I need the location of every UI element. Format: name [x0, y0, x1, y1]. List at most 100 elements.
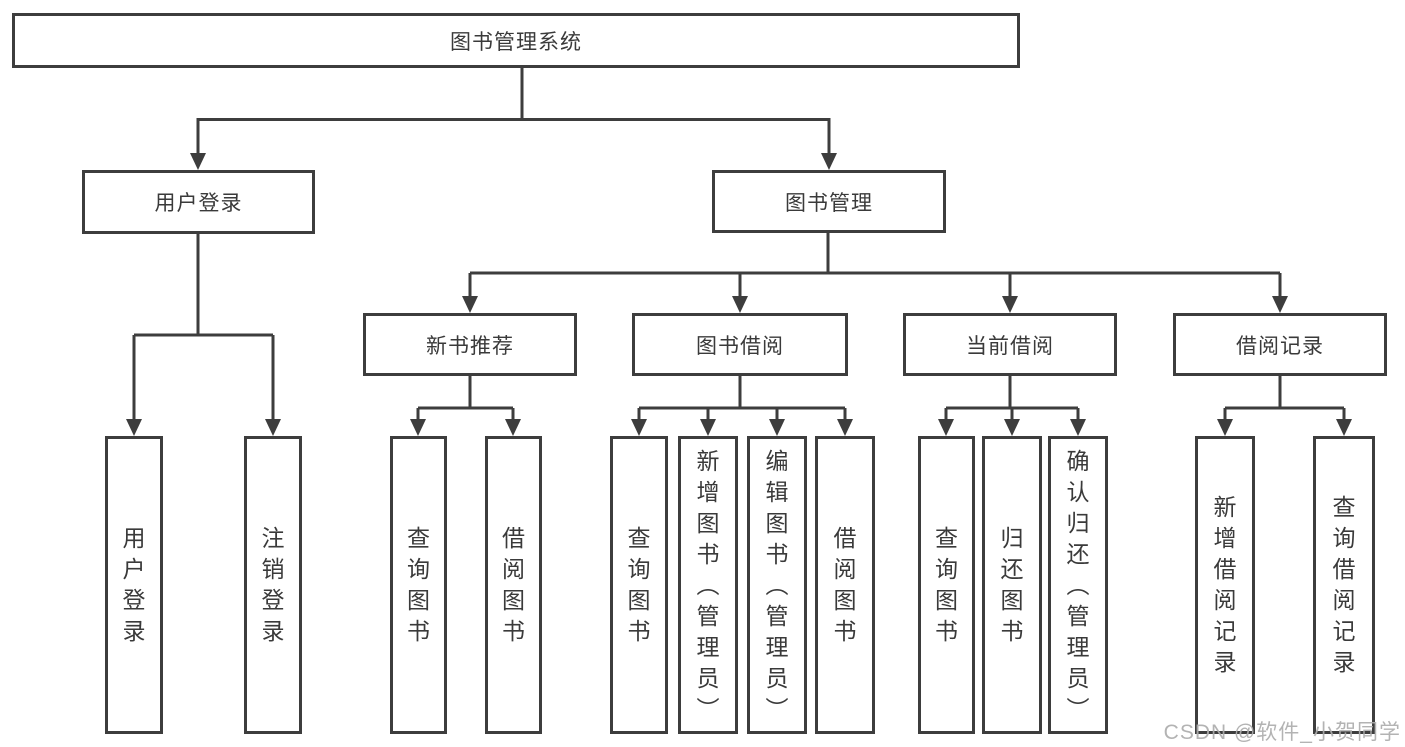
vertical-char: 书	[765, 540, 789, 567]
vertical-char: 图	[407, 587, 430, 613]
vertical-char: 新	[696, 447, 720, 474]
node-library-management-system: 图书管理系统	[12, 13, 1020, 68]
node-label: 图书管理系统	[450, 30, 582, 54]
arrowhead	[505, 419, 521, 436]
arrowhead	[190, 153, 206, 170]
arrowhead	[769, 419, 785, 436]
leaf-return-books: 归还图书	[982, 436, 1042, 734]
vertical-char: 录	[122, 618, 146, 644]
vertical-char: 记	[1213, 618, 1237, 644]
vertical-char: 还	[1000, 556, 1024, 582]
vertical-char: ︶	[765, 695, 789, 722]
vertical-char: 书	[696, 540, 720, 567]
leaf-add-books-admin: 新增图书︵管理员︶	[678, 436, 738, 734]
leaf-edit-books-admin: 编辑图书︵管理员︶	[747, 436, 807, 734]
arrowhead	[410, 419, 426, 436]
vertical-char: 阅	[833, 556, 857, 582]
vertical-char: 查	[407, 525, 430, 551]
arrowhead	[837, 419, 853, 436]
connector-lines	[132, 68, 1346, 424]
vertical-char: 记	[1332, 618, 1356, 644]
arrowhead	[1336, 419, 1352, 436]
arrowhead	[732, 296, 748, 313]
vertical-char: 书	[502, 618, 525, 644]
arrowhead	[126, 419, 142, 436]
arrowhead	[938, 419, 954, 436]
node-book-borrowing: 图书借阅	[632, 313, 848, 376]
node-label: 图书借阅	[696, 334, 784, 358]
vertical-char: 登	[261, 587, 285, 613]
vertical-char: 图	[1000, 587, 1024, 613]
leaf-confirm-return-admin: 确认归还 ︵ 管理员 ︶	[1048, 436, 1108, 734]
vertical-char: 借	[1332, 556, 1356, 582]
vertical-char: 阅	[502, 556, 525, 582]
vertical-char: 员	[1066, 664, 1090, 691]
vertical-char: 管	[765, 602, 789, 629]
vertical-char: 图	[696, 509, 720, 536]
vertical-char: 员	[696, 664, 720, 691]
node-user-login: 用户登录	[82, 170, 315, 234]
vertical-char: 归	[1066, 509, 1090, 536]
node-label: 新书推荐	[426, 334, 514, 358]
vertical-char: 阅	[1332, 587, 1356, 613]
vertical-char: 归	[1000, 525, 1024, 551]
arrowhead	[700, 419, 716, 436]
vertical-char: 查	[627, 525, 651, 551]
vertical-char: 书	[833, 618, 857, 644]
vertical-char: 书	[1000, 618, 1024, 644]
vertical-char: 增	[696, 478, 720, 505]
vertical-char: 书	[935, 618, 958, 644]
node-new-book-recommendation: 新书推荐	[363, 313, 577, 376]
leaf-borrow-books: 借阅图书	[815, 436, 875, 734]
vertical-char: 确	[1066, 447, 1090, 474]
vertical-char: 借	[1213, 556, 1237, 582]
vertical-char: 图	[765, 509, 789, 536]
vertical-char: 理	[1066, 633, 1090, 660]
vertical-char: 登	[122, 587, 146, 613]
vertical-char: 理	[765, 633, 789, 660]
vertical-char: 注	[261, 525, 285, 551]
node-borrowing-records: 借阅记录	[1173, 313, 1387, 376]
vertical-char: 图	[833, 587, 857, 613]
vertical-char: 认	[1066, 478, 1090, 505]
vertical-char: 理	[696, 633, 720, 660]
vertical-char: 录	[1213, 649, 1237, 675]
watermark: CSDN @软件_小贺同学	[1163, 721, 1401, 744]
arrowhead	[1004, 419, 1020, 436]
arrowhead	[462, 296, 478, 313]
vertical-char: ︵	[1066, 571, 1090, 598]
leaf-logout: 注销登录	[244, 436, 302, 734]
leaf-borrow-books: 借阅图书	[485, 436, 542, 734]
vertical-char: 图	[627, 587, 651, 613]
vertical-char: 查	[935, 525, 958, 551]
arrowhead	[1070, 419, 1086, 436]
vertical-char: 询	[627, 556, 651, 582]
vertical-char: 录	[261, 618, 285, 644]
node-book-management: 图书管理	[712, 170, 946, 233]
vertical-char: 询	[1332, 525, 1356, 551]
vertical-char: 管	[1066, 602, 1090, 629]
vertical-char: ︶	[1066, 695, 1090, 722]
arrowheads	[126, 153, 1352, 436]
vertical-char: 还	[1066, 540, 1090, 567]
vertical-char: 用	[122, 525, 146, 551]
leaf-query-borrow-record: 查询借阅记录	[1313, 436, 1375, 734]
node-current-borrowing: 当前借阅	[903, 313, 1117, 376]
arrowhead	[1272, 296, 1288, 313]
vertical-char: 辑	[765, 478, 789, 505]
vertical-char: 员	[765, 664, 789, 691]
vertical-char: 销	[261, 556, 285, 582]
vertical-char: ︶	[696, 695, 720, 722]
arrowhead	[1217, 419, 1233, 436]
leaf-query-books: 查询图书	[918, 436, 975, 734]
vertical-char: 书	[407, 618, 430, 644]
leaf-query-books: 查询图书	[610, 436, 668, 734]
node-label: 图书管理	[785, 191, 873, 215]
arrowhead	[265, 419, 281, 436]
vertical-char: 询	[935, 556, 958, 582]
leaf-user-login: 用户登录	[105, 436, 163, 734]
vertical-char: 借	[833, 525, 857, 551]
vertical-char: 询	[407, 556, 430, 582]
